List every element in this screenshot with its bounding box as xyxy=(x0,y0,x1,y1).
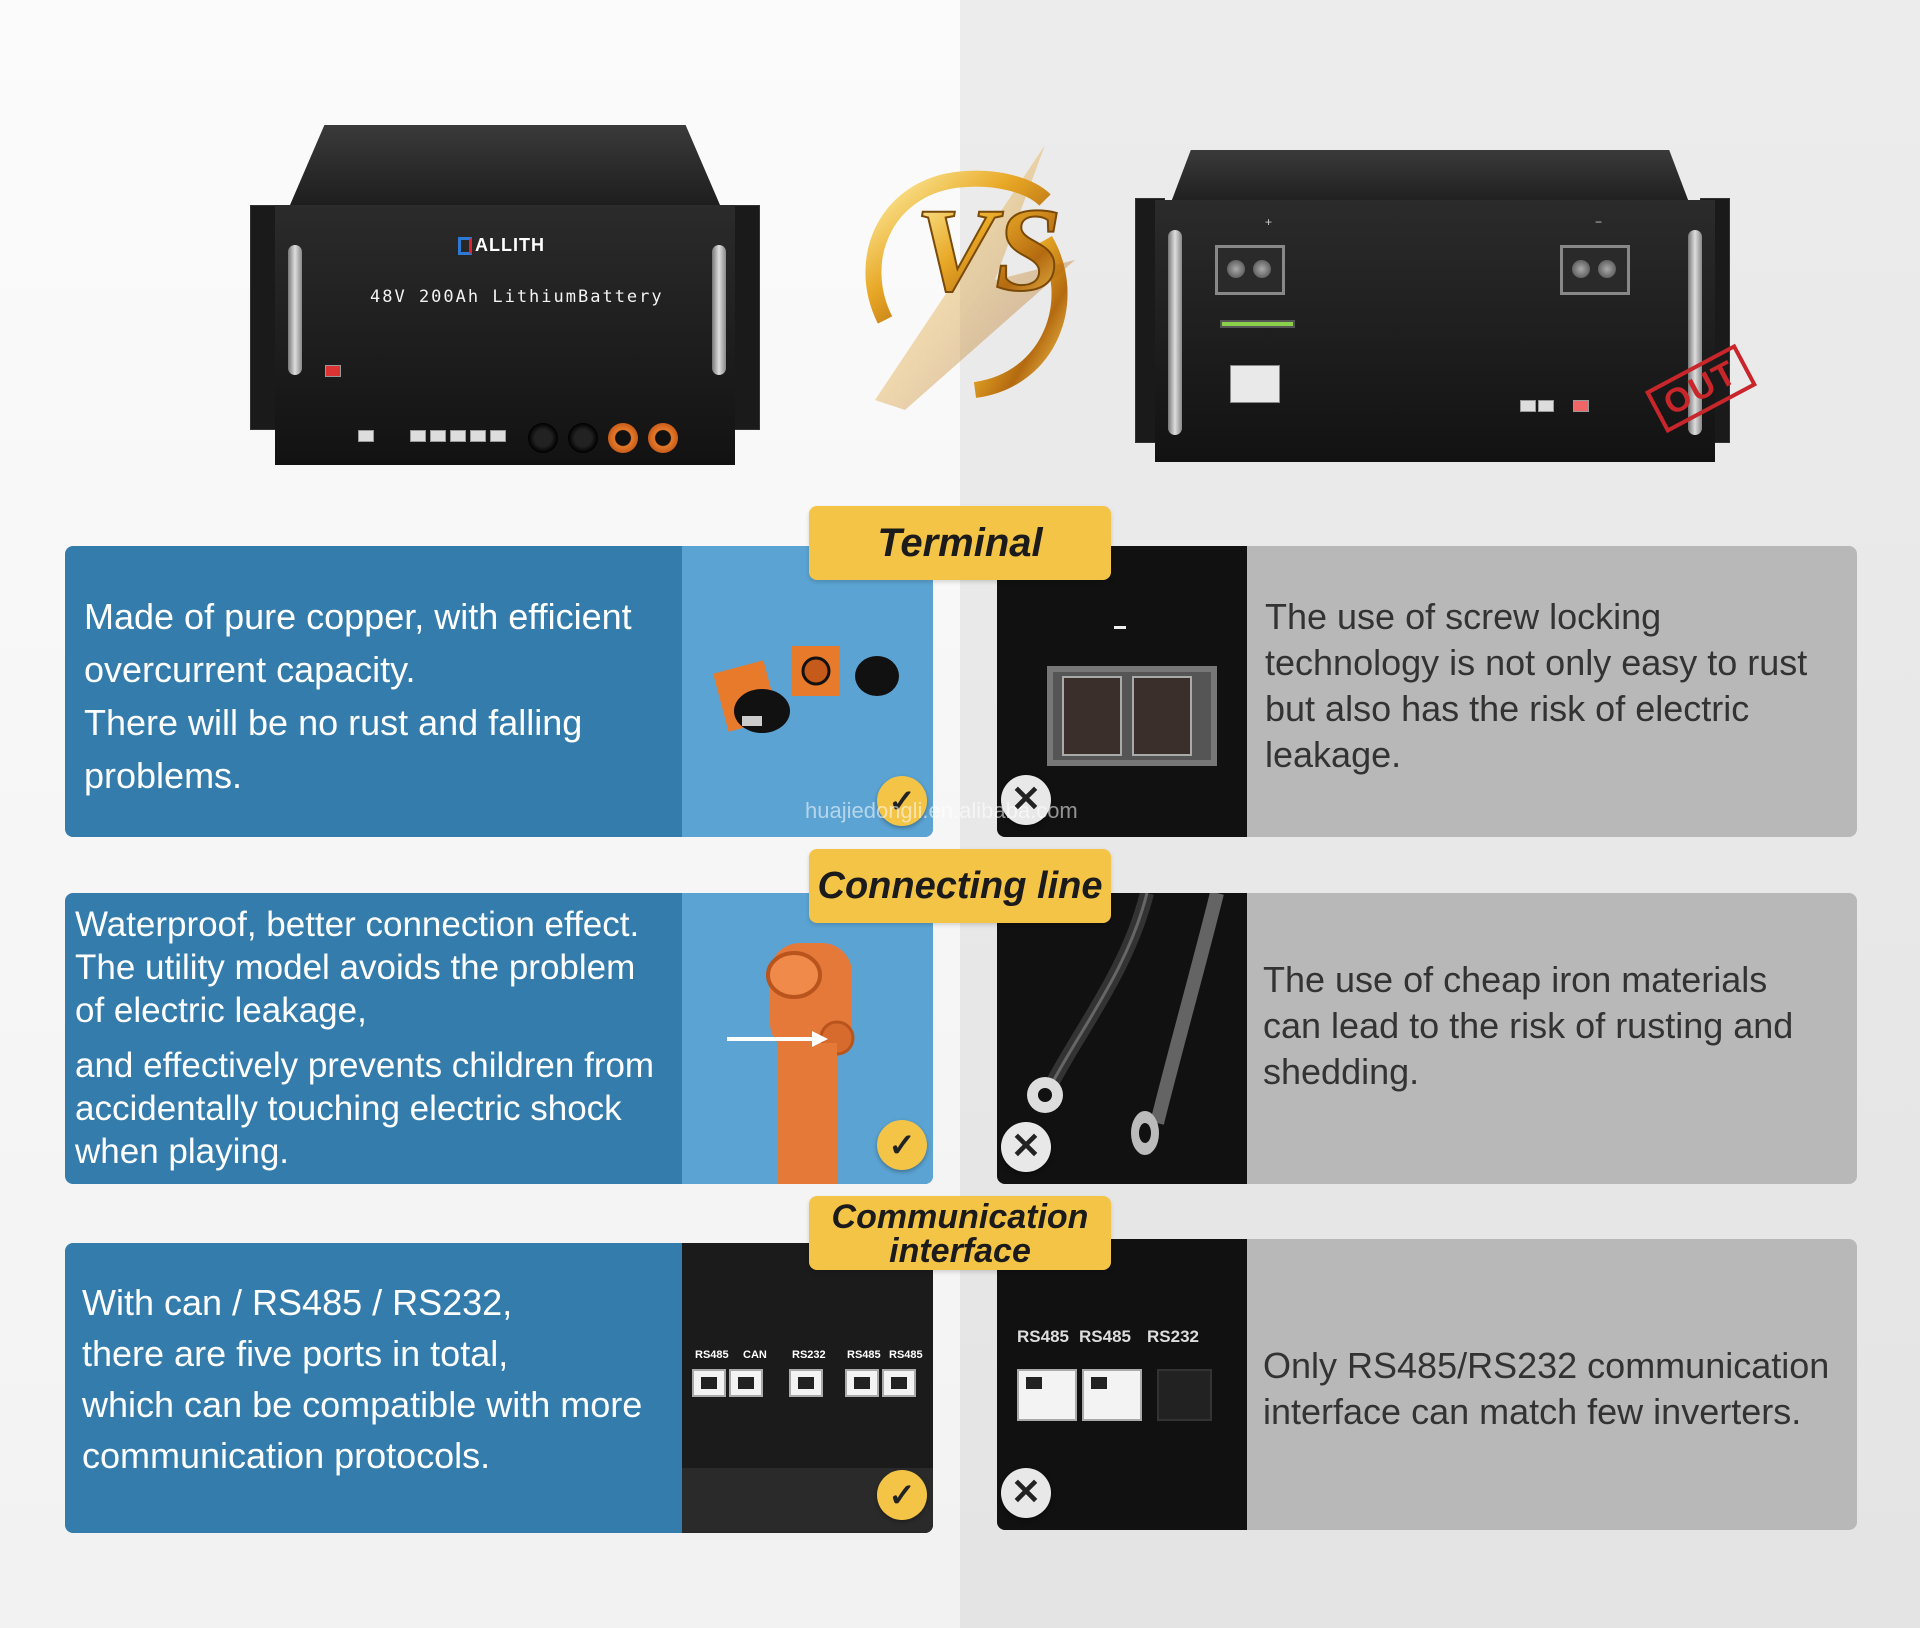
good-text-line: when playing. xyxy=(75,1132,290,1171)
pos-terminal-1 xyxy=(608,423,638,453)
pos-terminal-2 xyxy=(648,423,678,453)
rj45-port xyxy=(845,1369,879,1397)
rj45-port xyxy=(789,1369,823,1397)
bad-text-line: The use of screw locking xyxy=(1265,596,1662,637)
rj45-port xyxy=(1017,1369,1077,1421)
connecting-line-good-card: Waterproof, better connection effect. Th… xyxy=(65,893,933,1184)
check-icon: ✓ xyxy=(877,1120,927,1170)
cross-icon: ✕ xyxy=(1001,1468,1051,1518)
port-label: RS485 xyxy=(889,1349,923,1361)
bad-text-line: can lead to the risk of rusting and xyxy=(1263,1005,1794,1046)
rj45-port xyxy=(882,1369,916,1397)
connecting-line-bad-card: ✕ The use of cheap iron materials can le… xyxy=(997,893,1857,1184)
good-text-line: and effectively prevents children from xyxy=(75,1046,655,1085)
left-handle xyxy=(288,245,302,375)
good-text-line: Made of pure copper, with efficient xyxy=(84,596,632,637)
copper-terminal-photo xyxy=(682,546,933,837)
bad-text-line: The use of cheap iron materials xyxy=(1263,959,1768,1000)
neg-terminal-1 xyxy=(528,423,558,453)
rj45-port xyxy=(729,1369,763,1397)
port-label: RS485 xyxy=(1017,1327,1069,1346)
communication-good-card: With can / RS485 / RS232, there are five… xyxy=(65,1243,933,1533)
good-text-line: communication protocols. xyxy=(82,1435,491,1476)
brand-logo: ALLITH xyxy=(458,235,545,256)
port-label: RS232 xyxy=(792,1349,826,1361)
bad-text-line: leakage. xyxy=(1265,734,1402,775)
iron-cable-photo xyxy=(997,893,1247,1184)
tag-connecting-line: Connecting line xyxy=(809,849,1111,923)
bad-text-line: shedding. xyxy=(1263,1051,1420,1092)
neg-terminal-2 xyxy=(568,423,598,453)
right-handle xyxy=(712,245,726,375)
rj45-port xyxy=(1082,1369,1142,1421)
port-label: CAN xyxy=(743,1349,767,1361)
check-icon: ✓ xyxy=(877,776,927,826)
bad-text-line: interface can match few inverters. xyxy=(1263,1391,1802,1432)
good-text-line: problems. xyxy=(84,755,243,796)
good-text-line: Waterproof, better connection effect. xyxy=(75,905,640,944)
bad-text-line: Only RS485/RS232 communication xyxy=(1263,1345,1830,1386)
good-text-line: There will be no rust and falling xyxy=(84,702,583,743)
good-text-line: there are five ports in total, xyxy=(82,1333,509,1374)
port-label: RS232 xyxy=(1147,1327,1199,1346)
good-text-line: With can / RS485 / RS232, xyxy=(82,1282,513,1323)
vs-emblem: VS xyxy=(865,145,1075,410)
cross-icon: ✕ xyxy=(1001,775,1051,825)
rj45-port xyxy=(692,1369,726,1397)
terminal-good-card: Made of pure copper, with efficient over… xyxy=(65,546,933,837)
communication-bad-card: RS485 RS485 RS232 ✕ Only RS485/RS232 com… xyxy=(997,1239,1857,1530)
port-label: RS485 xyxy=(1079,1327,1131,1346)
good-text-line: of electric leakage, xyxy=(75,991,367,1030)
cross-icon: ✕ xyxy=(1001,1122,1051,1172)
tag-terminal: Terminal xyxy=(809,506,1111,580)
three-ports-photo: RS485 RS485 RS232 xyxy=(997,1239,1247,1530)
right-battery-product: + − OUT xyxy=(1135,150,1757,470)
left-battery-product: ALLITH 48V 200Ah LithiumBattery xyxy=(250,125,770,505)
bad-text-line: technology is not only easy to rust xyxy=(1265,642,1808,683)
port-label: RS485 xyxy=(847,1349,881,1361)
bad-text-line: but also has the risk of electric xyxy=(1265,688,1750,729)
check-icon: ✓ xyxy=(877,1470,927,1520)
terminal-bad-card: ✕ The use of screw locking technology is… xyxy=(997,546,1857,837)
tag-communication-interface: Communication interface xyxy=(809,1196,1111,1270)
good-text-line: accidentally touching electric shock xyxy=(75,1089,622,1128)
good-text-line: which can be compatible with more xyxy=(82,1384,643,1425)
good-text-line: overcurrent capacity. xyxy=(84,649,416,690)
watermark: huajiedongli.en.alibaba.com xyxy=(805,798,1078,823)
port-label: RS485 xyxy=(695,1349,729,1361)
good-text-line: The utility model avoids the problem xyxy=(75,948,636,987)
model-text: 48V 200Ah LithiumBattery xyxy=(370,287,664,307)
screw-terminal-photo xyxy=(997,546,1247,837)
svg-text:VS: VS xyxy=(915,183,1062,316)
